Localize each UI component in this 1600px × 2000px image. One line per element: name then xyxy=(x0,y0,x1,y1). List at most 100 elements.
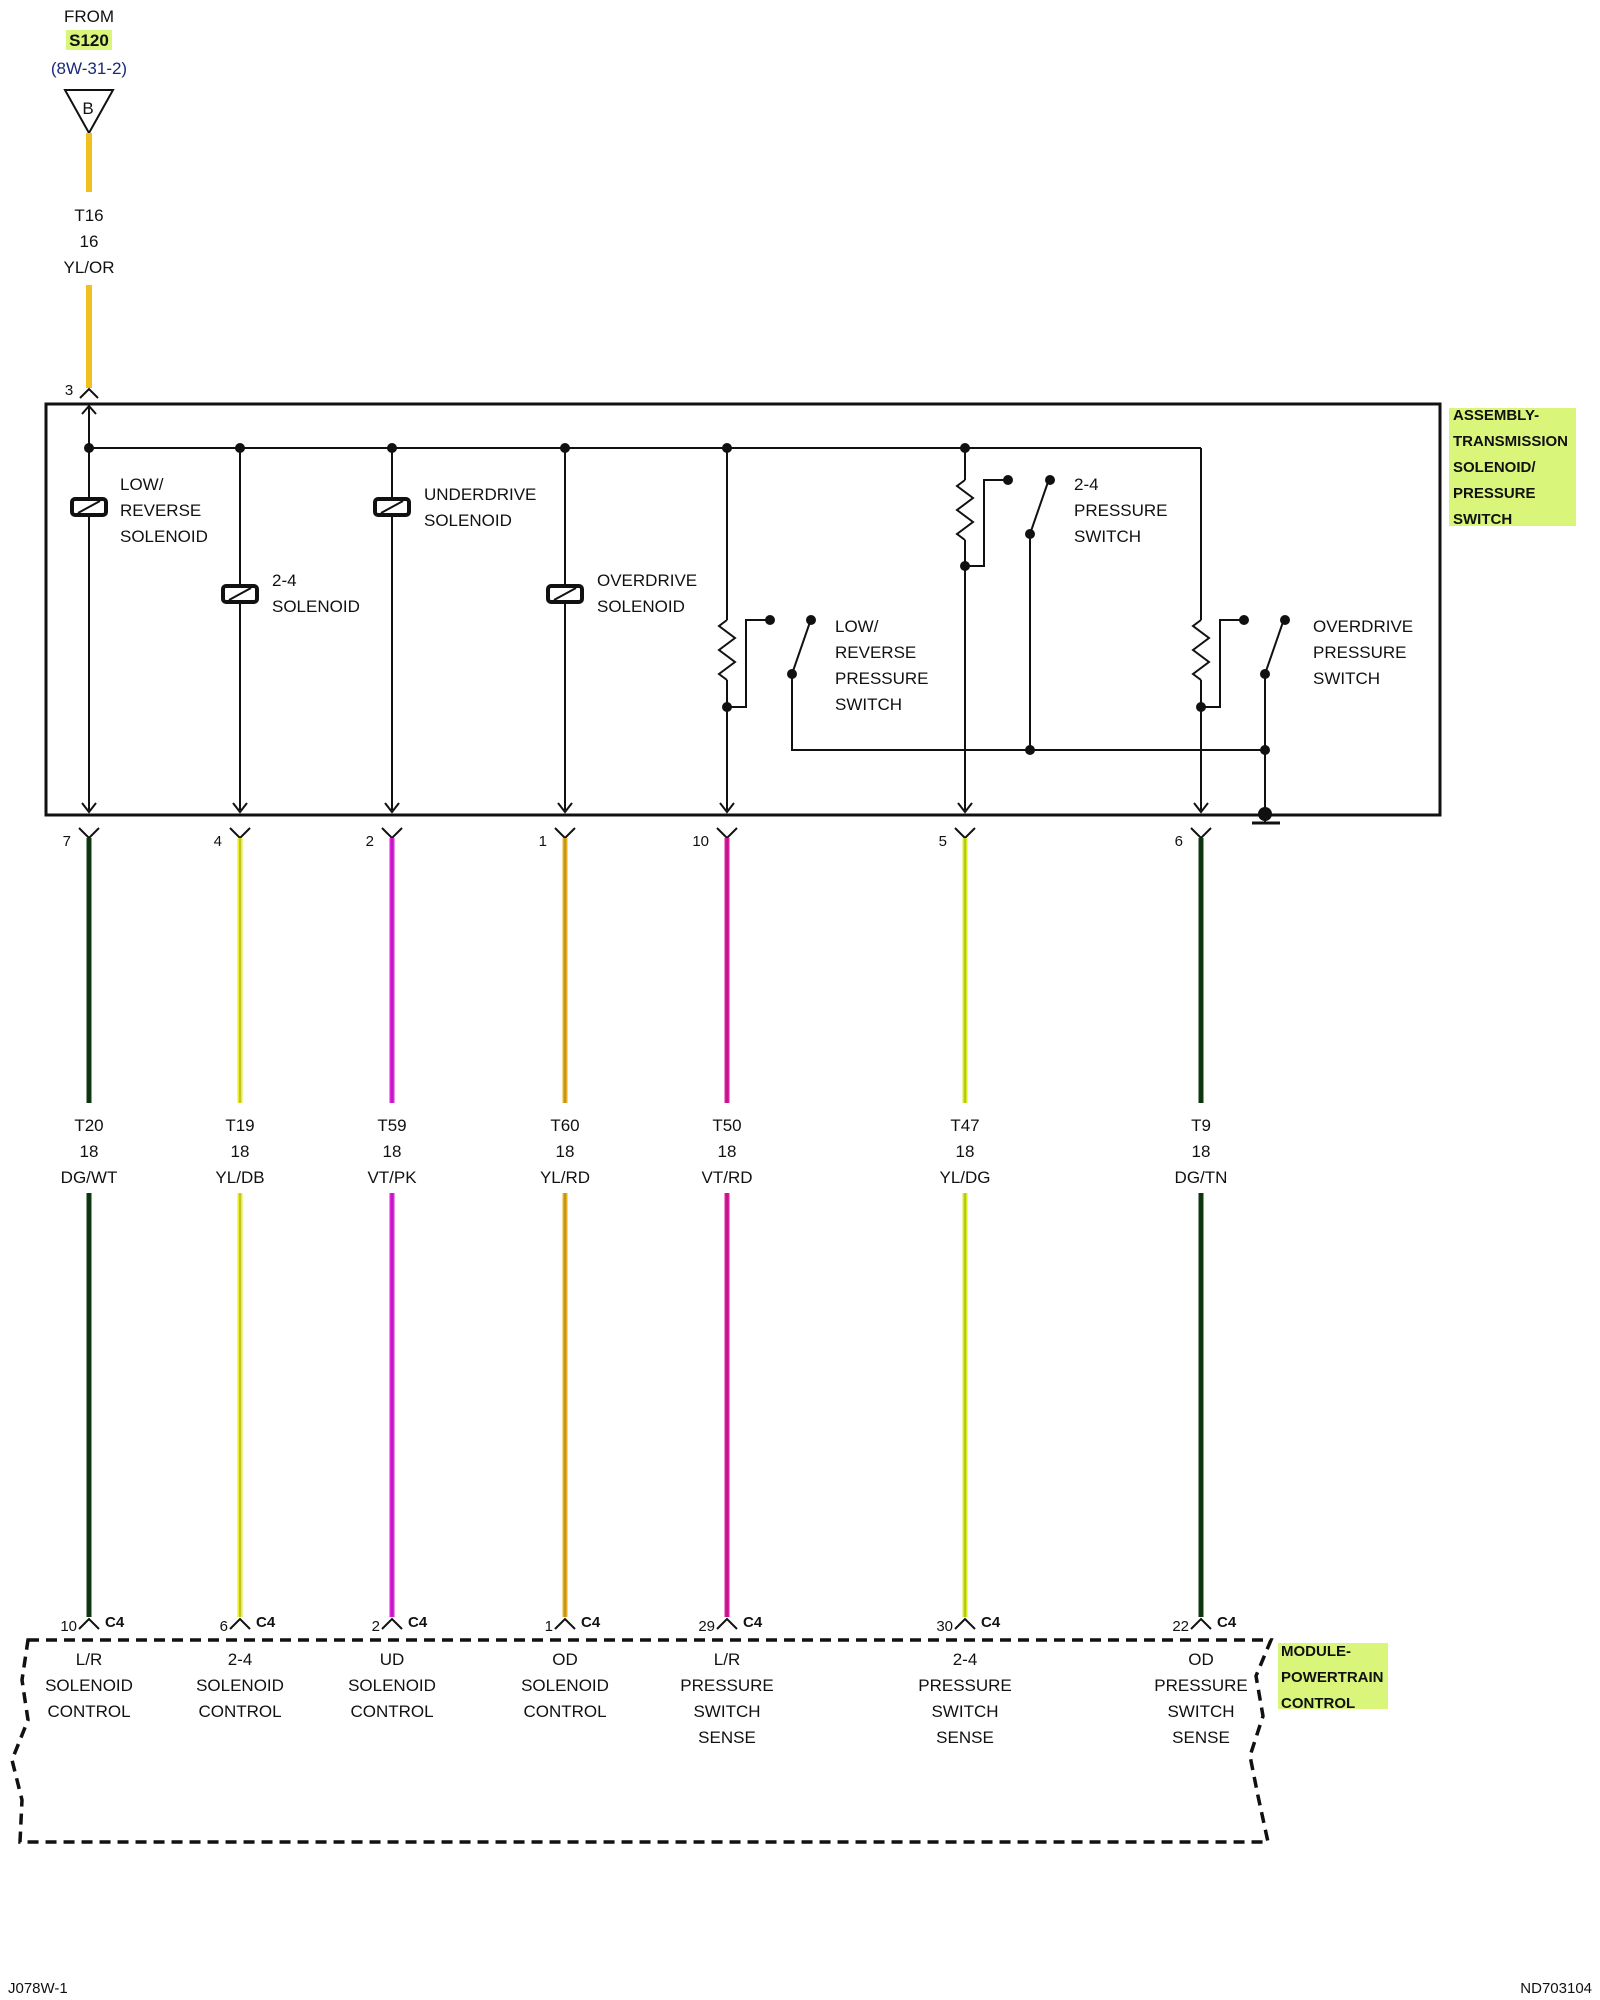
pcm-function-line: PRESSURE xyxy=(680,1676,774,1695)
pcm-function-line: SENSE xyxy=(936,1728,994,1747)
footer-diagram-id: J078W-1 xyxy=(8,1980,68,1997)
pcm-function-line: 2-4 xyxy=(228,1650,253,1669)
pcm-connector-id: C4 xyxy=(105,1614,125,1631)
in-line-connector-letter: B xyxy=(82,99,93,118)
assembly-output-arrow xyxy=(81,802,97,814)
overdrive-solenoid-label-2: SOLENOID xyxy=(597,597,685,616)
assembly-connector-symbol xyxy=(716,827,738,840)
pcm-connector-symbol xyxy=(1190,1617,1212,1630)
module-label-line-1: MODULE- xyxy=(1281,1643,1351,1660)
wire-gauge: 18 xyxy=(383,1142,402,1161)
pcm-function-line: PRESSURE xyxy=(1154,1676,1248,1695)
overdrive-pressure-switch-label-3: SWITCH xyxy=(1313,669,1380,688)
2-4-solenoid-label-2: SOLENOID xyxy=(272,597,360,616)
overdrive-solenoid-label-1: OVERDRIVE xyxy=(597,571,697,590)
wire-circuit-id: T50 xyxy=(712,1116,741,1135)
wire-circuit-id: T20 xyxy=(74,1116,103,1135)
pcm-function-line: SWITCH xyxy=(931,1702,998,1721)
pcm-connector-id: C4 xyxy=(1217,1614,1237,1631)
circuit-T19 xyxy=(229,802,251,1630)
low-reverse-solenoid-label-1: LOW/ xyxy=(120,475,164,494)
overdrive-pressure-switch-label-2: PRESSURE xyxy=(1313,643,1407,662)
wire-color-code: VT/RD xyxy=(702,1168,753,1187)
pcm-connector-symbol xyxy=(78,1617,100,1630)
pcm-pin-number: 1 xyxy=(545,1618,553,1635)
pcm-connector-id: C4 xyxy=(981,1614,1001,1631)
wire-color-code: YL/RD xyxy=(540,1168,590,1187)
assembly-output-arrow xyxy=(557,802,573,814)
assembly-connector-symbol xyxy=(381,827,403,840)
circuit-T50 xyxy=(716,802,738,1630)
assembly-pin-number: 5 xyxy=(939,833,947,850)
pcm-function-line: CONTROL xyxy=(350,1702,433,1721)
2-4-solenoid-label-1: 2-4 xyxy=(272,571,297,590)
wire-color-code: DG/TN xyxy=(1175,1168,1228,1187)
feed-circuit: T16 xyxy=(74,206,103,225)
overdrive-solenoid-symbol xyxy=(546,584,584,604)
assembly-output-arrow xyxy=(232,802,248,814)
assembly-label-line-1: ASSEMBLY- xyxy=(1453,407,1539,424)
splice-label[interactable]: S120 xyxy=(69,31,109,50)
assembly-pin-number: 10 xyxy=(692,833,709,850)
assembly-outline xyxy=(44,402,1442,817)
low-reverse-pressure-switch-symbol xyxy=(717,448,1265,810)
assembly-pin-number: 4 xyxy=(214,833,222,850)
assembly-label-line-5: SWITCH xyxy=(1453,511,1512,528)
pcm-connector-id: C4 xyxy=(581,1614,601,1631)
pcm-function-line: SWITCH xyxy=(693,1702,760,1721)
module-label-highlight xyxy=(1278,1643,1388,1709)
low-reverse-solenoid-symbol xyxy=(70,497,108,517)
pcm-pin-number: 10 xyxy=(60,1618,77,1635)
low-reverse-solenoid-label-3: SOLENOID xyxy=(120,527,208,546)
pcm-function-line: SOLENOID xyxy=(521,1676,609,1695)
pcm-connector-symbol xyxy=(716,1617,738,1630)
feed-color: YL/OR xyxy=(63,258,114,277)
case-ground-symbol xyxy=(1252,816,1280,825)
pcm-function-line: SOLENOID xyxy=(45,1676,133,1695)
low-reverse-pressure-switch-label-1: LOW/ xyxy=(835,617,879,636)
assembly-pin-number: 6 xyxy=(1175,833,1183,850)
pcm-connector-symbol xyxy=(381,1617,403,1630)
source-feed: FROM S120 (8W-31-2) B T16 16 YL/OR 3 xyxy=(51,7,127,399)
2-4-solenoid-symbol xyxy=(221,584,259,604)
module-label-line-3: CONTROL xyxy=(1281,1695,1355,1712)
component-labels: LOW/ REVERSE SOLENOID 2-4 SOLENOID UNDER… xyxy=(120,475,1413,714)
transmission-assembly: ASSEMBLY- TRANSMISSION SOLENOID/ PRESSUR… xyxy=(44,402,1576,817)
circuit-T60 xyxy=(554,802,576,1630)
wire-gauge: 18 xyxy=(80,1142,99,1161)
powertrain-control-module: MODULE- POWERTRAIN CONTROL xyxy=(10,1638,1388,1844)
assembly-connector-symbol xyxy=(229,827,251,840)
assembly-output-arrow xyxy=(384,802,400,814)
pcm-pin-number: 2 xyxy=(372,1618,380,1635)
pcm-function-line: OD xyxy=(552,1650,578,1669)
pcm-connector-id: C4 xyxy=(408,1614,428,1631)
pcm-function-line: CONTROL xyxy=(523,1702,606,1721)
wire-color-code: YL/DB xyxy=(215,1168,264,1187)
wire-gauge: 18 xyxy=(231,1142,250,1161)
2-4-pressure-switch-label-3: SWITCH xyxy=(1074,527,1141,546)
wire-circuit-id: T59 xyxy=(377,1116,406,1135)
splice-highlight xyxy=(66,30,112,50)
pcm-connector-symbol xyxy=(229,1617,251,1630)
pcm-pin-number: 22 xyxy=(1172,1618,1189,1635)
assembly-output-arrow xyxy=(957,802,973,814)
pcm-function-line: L/R xyxy=(76,1650,102,1669)
low-reverse-pressure-switch-label-3: PRESSURE xyxy=(835,669,929,688)
splice-reference[interactable]: (8W-31-2) xyxy=(51,59,127,78)
assembly-pin-number: 2 xyxy=(366,833,374,850)
2-4-pressure-switch-label-2: PRESSURE xyxy=(1074,501,1168,520)
pcm-function-line: L/R xyxy=(714,1650,740,1669)
2-4-pressure-switch-label-1: 2-4 xyxy=(1074,475,1099,494)
pcm-function-line: SENSE xyxy=(1172,1728,1230,1747)
pcm-function-line: SOLENOID xyxy=(196,1676,284,1695)
low-reverse-solenoid-label-2: REVERSE xyxy=(120,501,201,520)
pcm-function-line: CONTROL xyxy=(47,1702,130,1721)
wire-circuit-id: T9 xyxy=(1191,1116,1211,1135)
pcm-connector-symbol xyxy=(554,1617,576,1630)
underdrive-solenoid-symbol xyxy=(373,497,411,517)
overdrive-pressure-switch-label-1: OVERDRIVE xyxy=(1313,617,1413,636)
module-label-line-2: POWERTRAIN xyxy=(1281,1669,1384,1686)
underdrive-solenoid-label-2: SOLENOID xyxy=(424,511,512,530)
